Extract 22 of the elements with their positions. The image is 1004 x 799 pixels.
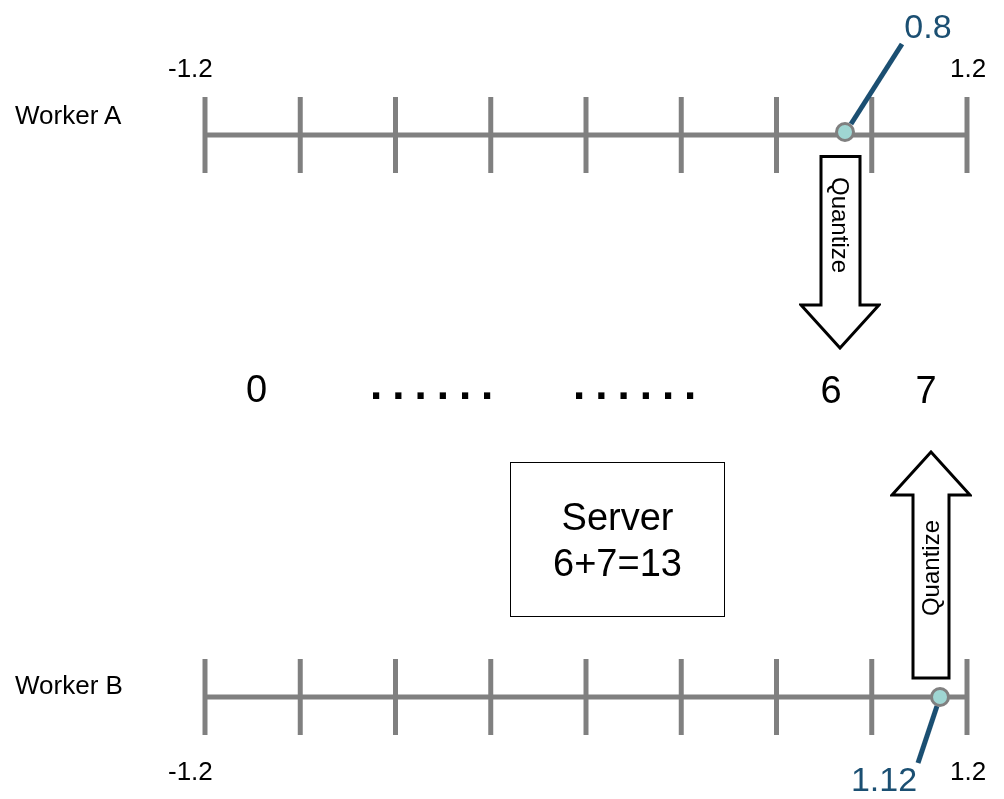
- row-label: Worker A: [15, 102, 122, 128]
- server-text: 6+7=13: [553, 540, 682, 586]
- point-marker: [835, 122, 855, 142]
- number-label: 6: [815, 370, 847, 410]
- tick-label: -1.2: [168, 758, 213, 784]
- value-label: 1.12: [840, 760, 928, 798]
- server-box: [510, 462, 725, 617]
- ellipsis: ......: [573, 362, 707, 406]
- number-label: 0: [246, 370, 268, 408]
- tick-label: 1.2: [950, 55, 987, 81]
- ellipsis: ......: [370, 362, 504, 406]
- number-label: 7: [910, 370, 942, 410]
- arrow-label: Quantize: [828, 177, 852, 274]
- tick-label: -1.2: [168, 55, 213, 81]
- arrow-label: Quantize: [919, 520, 943, 617]
- tick-label: 1.2: [950, 758, 987, 784]
- row-label: Worker B: [15, 672, 123, 698]
- value-label: 0.8: [897, 6, 959, 46]
- server-text: Server: [561, 494, 674, 540]
- leader-line: [848, 42, 905, 126]
- leader-line: [915, 705, 940, 764]
- point-marker: [930, 687, 950, 707]
